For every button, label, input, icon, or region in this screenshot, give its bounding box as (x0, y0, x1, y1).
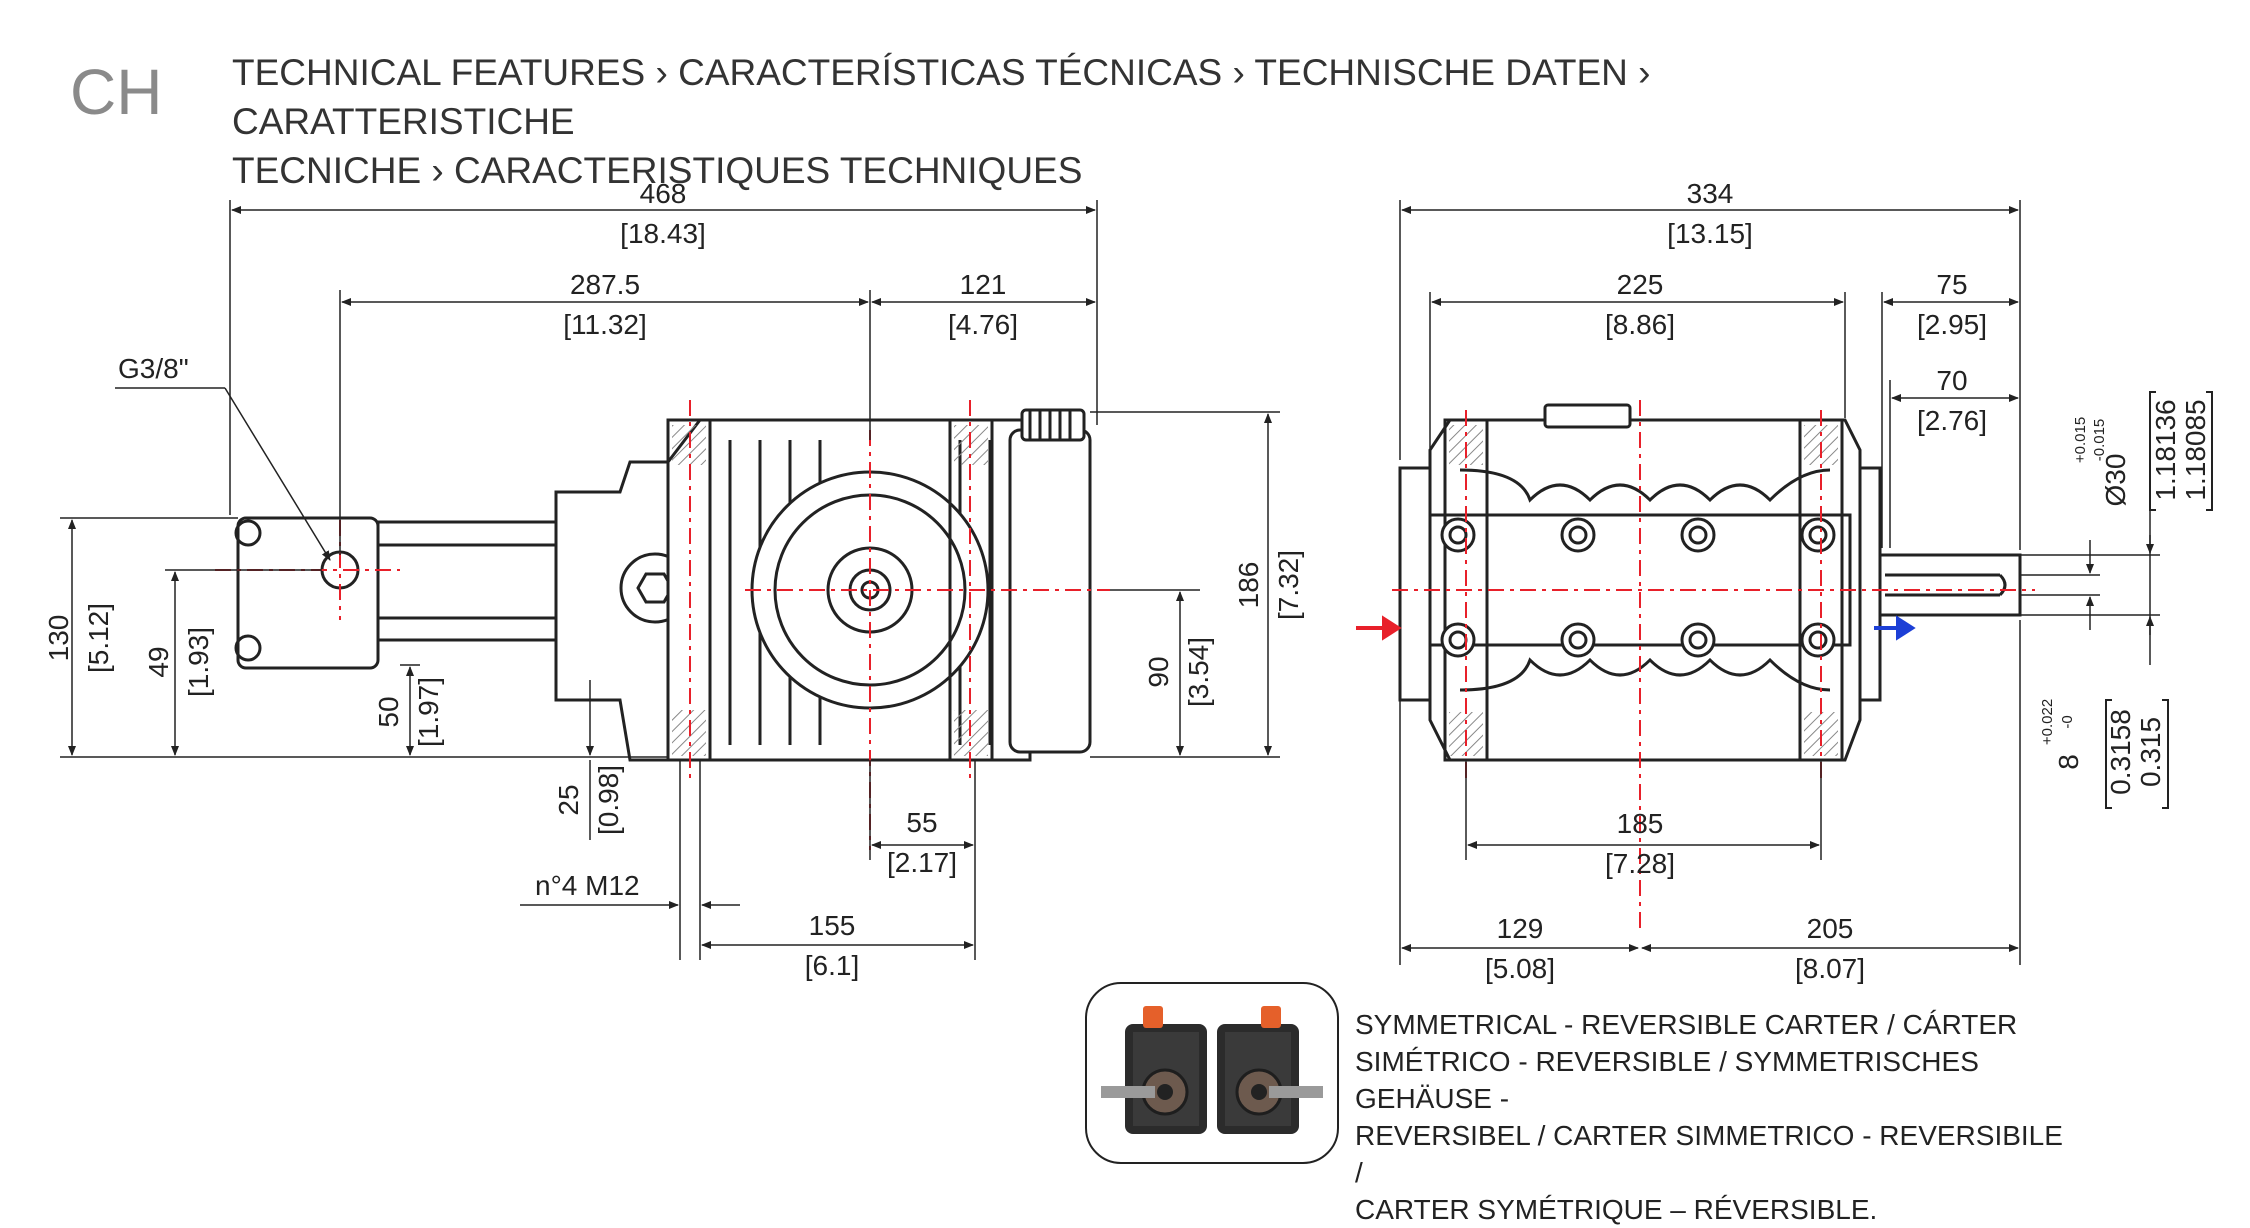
dim-shaft-to-bolt: 55 (906, 807, 937, 838)
dim-inlet-height-in: [1.93] (183, 627, 214, 697)
dim-shaft-diameter: Ø30 (2100, 454, 2131, 507)
dim-base-offset: 25 (553, 784, 584, 815)
dim-shaft-to-end-in: [4.76] (948, 309, 1018, 340)
label-bolts: n°4 M12 (535, 870, 640, 901)
key-tol-lower: -0 (2059, 715, 2076, 728)
series-code: CH (70, 56, 163, 128)
dim-overall-width-in: [13.15] (1667, 218, 1753, 249)
reversible-carter-photo (1085, 982, 1339, 1164)
dim-front-bolt-spacing: 185 (1617, 808, 1664, 839)
dim-shaft-length: 75 (1936, 269, 1967, 300)
dim-inlet-to-shaft: 287.5 (570, 269, 640, 300)
dim-manifold-height-in: [5.12] (83, 603, 114, 673)
key-width-in-2: 0.315 (2135, 717, 2166, 787)
dim-key-width: 8 (2053, 754, 2084, 770)
dim-shaft-height-in: [3.54] (1183, 637, 1214, 707)
dim-body-width-in: [8.86] (1605, 309, 1675, 340)
caption-line-4: CARTER SYMÉTRIQUE – RÉVERSIBLE. (1355, 1194, 1878, 1225)
dim-inlet-to-shaft-in: [11.32] (563, 309, 647, 340)
caption-line-1: SYMMETRICAL - REVERSIBLE CARTER / CÁRTER (1355, 1009, 2018, 1040)
dim-front-bolt-spacing-in: [7.28] (1605, 848, 1675, 879)
dim-manifold-height: 130 (43, 615, 74, 662)
reversible-carter-caption: SYMMETRICAL - REVERSIBLE CARTER / CÁRTER… (1355, 1006, 2075, 1228)
side-view: 468 [18.43] 287.5 [11.32] 121 [4.76] G3/… (43, 178, 1304, 981)
dim-shaft-to-bolt-in: [2.17] (887, 847, 957, 878)
page-title: TECHNICAL FEATURES › CARACTERÍSTICAS TÉC… (232, 48, 1832, 195)
key-width-in-1: 0.3158 (2105, 709, 2136, 795)
key-tol-upper: +0.022 (2039, 699, 2056, 745)
caption-line-3: REVERSIBEL / CARTER SIMMETRICO - REVERSI… (1355, 1120, 2063, 1188)
dim-manifold-base: 50 (373, 696, 404, 727)
dim-shaft-length-in: [2.95] (1917, 309, 1987, 340)
shaft-tol-lower: -0.015 (2091, 419, 2108, 462)
dim-shaft-to-end: 121 (960, 269, 1007, 300)
dim-bolt-spacing: 155 (809, 910, 856, 941)
dim-key-length: 70 (1936, 365, 1967, 396)
dim-shaft-height: 90 (1143, 656, 1174, 687)
dim-overall-length-in: [18.43] (620, 218, 706, 249)
dim-height-in: [7.32] (1273, 550, 1304, 620)
dim-left-to-center: 129 (1497, 913, 1544, 944)
shaft-tol-upper: +0.015 (2072, 417, 2089, 463)
dim-bolt-spacing-in: [6.1] (805, 950, 859, 981)
dim-left-to-center-in: [5.08] (1485, 953, 1555, 984)
dim-center-to-right-in: [8.07] (1795, 953, 1865, 984)
pump-pair-illustration (1101, 1004, 1323, 1144)
caption-line-2: SIMÉTRICO - REVERSIBLE / SYMMETRISCHES G… (1355, 1046, 1979, 1114)
dim-manifold-base-in: [1.97] (413, 677, 444, 747)
shaft-dia-in-1: 1.18136 (2150, 399, 2181, 500)
dim-base-offset-in: [0.98] (593, 765, 624, 835)
dim-key-length-in: [2.76] (1917, 405, 1987, 436)
front-view: 334 [13.15] 225 [8.86] 75 [2.95] 70 [2.7… (1356, 178, 2213, 984)
technical-drawing: 468 [18.43] 287.5 [11.32] 121 [4.76] G3/… (43, 178, 2213, 984)
dim-overall-width: 334 (1687, 178, 1734, 209)
label-inlet-thread: G3/8" (118, 353, 189, 384)
dim-body-width: 225 (1617, 269, 1664, 300)
shaft-dia-in-2: 1.18085 (2180, 399, 2211, 500)
dim-height: 186 (1233, 562, 1264, 609)
dim-overall-length: 468 (640, 178, 687, 209)
dim-center-to-right: 205 (1807, 913, 1854, 944)
dim-inlet-height: 49 (143, 646, 174, 677)
title-line-2: TECNICHE › CARACTERISTIQUES TECHNIQUES (232, 150, 1083, 191)
title-line-1: TECHNICAL FEATURES › CARACTERÍSTICAS TÉC… (232, 52, 1651, 142)
